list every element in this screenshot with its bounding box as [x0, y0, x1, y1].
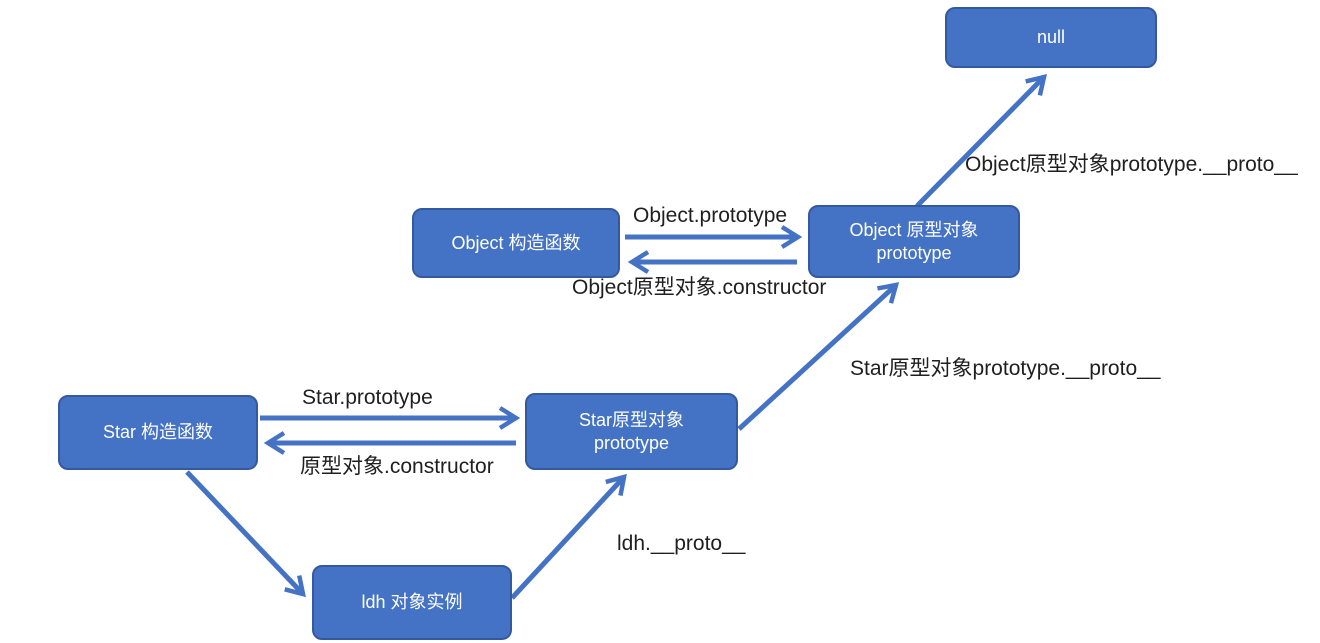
edge-label-object-proto: Object原型对象prototype.__proto__: [965, 153, 1298, 176]
edge-label-object-constructor: Object原型对象.constructor: [572, 276, 827, 299]
node-object-prototype: Object 原型对象 prototype: [808, 205, 1020, 278]
edge-label-star-proto: Star原型对象prototype.__proto__: [850, 357, 1161, 380]
node-star-prototype: Star原型对象 prototype: [525, 393, 738, 470]
edge-label-ldh-proto: ldh.__proto__: [617, 532, 746, 555]
node-null: null: [945, 7, 1157, 68]
edge-label-star-constructor: 原型对象.constructor: [300, 455, 494, 478]
node-ldh-instance: ldh 对象实例: [312, 565, 512, 640]
arrow-star-ctor-to-ldh: [185, 470, 306, 598]
node-object-constructor: Object 构造函数: [412, 208, 620, 278]
arrow-ldh-proto-to-star-proto: [510, 473, 627, 600]
node-star-constructor: Star 构造函数: [58, 395, 258, 470]
edge-label-star-prototype: Star.prototype: [302, 386, 433, 409]
edge-label-object-prototype: Object.prototype: [633, 204, 788, 227]
arrow-object-proto-to-null: [915, 73, 1047, 208]
